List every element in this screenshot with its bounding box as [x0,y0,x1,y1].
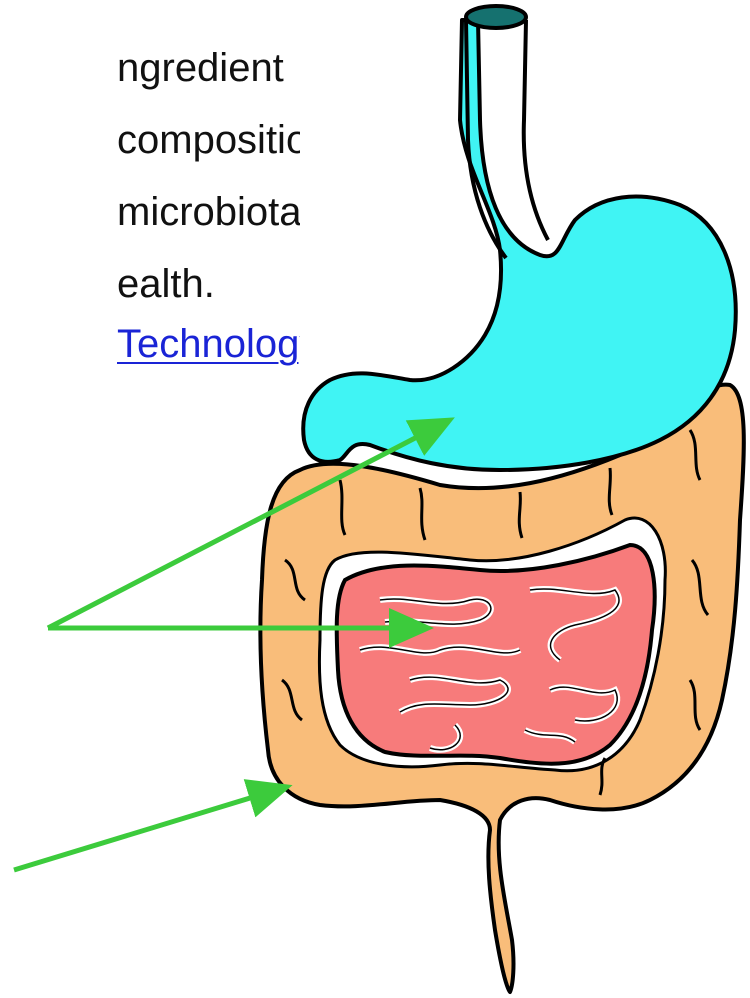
technology-link[interactable]: Technology [117,320,300,368]
text-line-2: composition [117,116,300,164]
text-line-3: microbiota, [117,188,300,236]
small-intestine-icon [337,545,655,764]
text-line-4: ealth. [117,260,215,308]
text-line-1: ngredient [117,44,284,92]
arrow-to-large-intestine [14,788,283,870]
stomach-icon [303,20,736,470]
slide-text-fragment: ngredient composition microbiota, ealth.… [0,0,300,380]
